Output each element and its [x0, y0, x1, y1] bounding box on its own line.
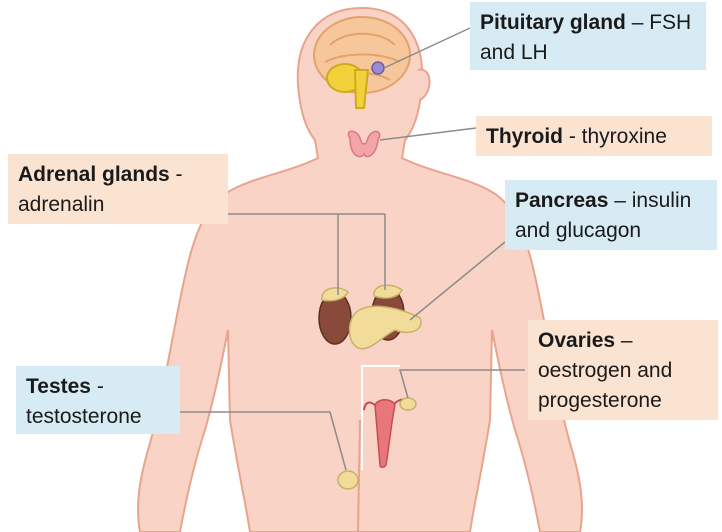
testes-name: Testes — [26, 375, 91, 398]
thyroid-name: Thyroid — [486, 125, 563, 148]
testes-hormones-2: testosterone — [26, 402, 170, 432]
thyroid-hormones: - thyroxine — [563, 125, 667, 148]
ovaries-name: Ovaries — [538, 329, 615, 352]
pituitary-gland — [372, 62, 384, 74]
adrenal-hormones-2: adrenalin — [18, 190, 218, 220]
pituitary-name: Pituitary gland — [480, 11, 626, 34]
ovaries-hormones-2: oestrogen and — [538, 356, 708, 386]
ovaries-label: Ovaries – oestrogen and progesterone — [528, 320, 718, 420]
testes-label: Testes - testosterone — [16, 366, 180, 434]
adrenal-name: Adrenal glands — [18, 163, 170, 186]
ear — [418, 70, 430, 100]
testes — [338, 471, 358, 489]
ovaries-hormones-3: progesterone — [538, 386, 708, 416]
pancreas-name: Pancreas — [515, 189, 608, 212]
pancreas-hormones-1: – insulin — [608, 189, 691, 212]
adrenal-label: Adrenal glands - adrenalin — [8, 154, 228, 224]
pituitary-label: Pituitary gland – FSH and LH — [470, 2, 706, 70]
pituitary-hormones-2: and LH — [480, 38, 696, 68]
testes-hormones-1: - — [91, 375, 104, 398]
adrenal-hormones-1: - — [170, 163, 183, 186]
pancreas-hormones-2: and glucagon — [515, 216, 707, 246]
pituitary-hormones-1: – FSH — [626, 11, 691, 34]
pancreas-label: Pancreas – insulin and glucagon — [505, 180, 717, 250]
ovary — [400, 398, 416, 410]
thyroid-label: Thyroid - thyroxine — [476, 116, 712, 156]
ovaries-hormones-1: – — [615, 329, 633, 352]
